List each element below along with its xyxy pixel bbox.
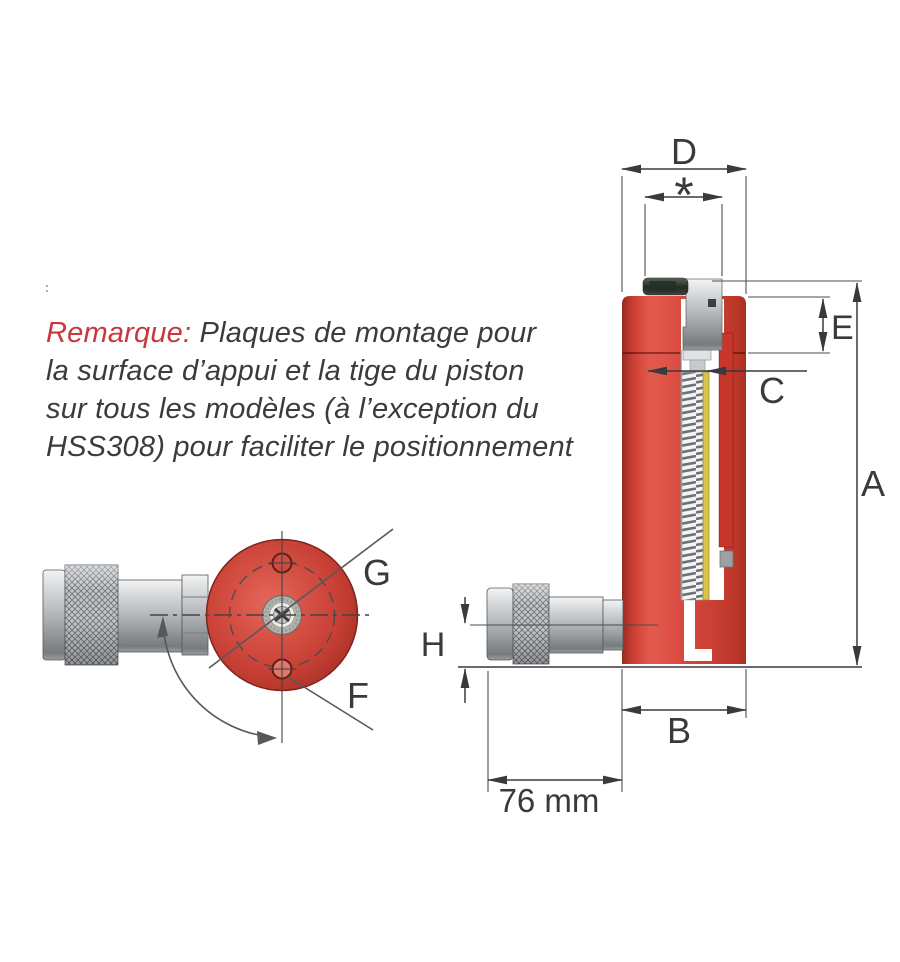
rod-guide-step xyxy=(682,349,712,361)
dim-label-e: E xyxy=(831,309,854,347)
saddle-cap-inner xyxy=(649,281,676,292)
coupler-knurl-shade xyxy=(513,584,549,664)
dimension-B: B xyxy=(621,669,747,792)
dim-label-c: C xyxy=(759,370,785,411)
piston-rod-bracket xyxy=(682,278,723,351)
stray-mark: : xyxy=(43,281,51,296)
coupler-side-view xyxy=(42,564,215,666)
coupler-end-cap xyxy=(42,569,66,661)
coupler-barrel xyxy=(117,579,183,653)
inner-wall xyxy=(718,332,734,548)
dimension-H: H xyxy=(421,597,470,703)
coupler-section-view xyxy=(486,583,624,665)
bracket-detail xyxy=(708,299,716,307)
dimension-C: C xyxy=(647,366,807,411)
spring-stop-strip xyxy=(702,371,710,601)
leader-G xyxy=(208,528,394,669)
leader-F xyxy=(287,676,374,731)
rotation-arc xyxy=(162,620,273,738)
section-view-figure xyxy=(458,277,862,668)
dim-label-base-width: 76 mm xyxy=(499,782,600,819)
arc-arrow-up xyxy=(157,616,168,638)
rod-guide-step xyxy=(689,359,706,373)
dimension-A: A xyxy=(712,280,885,666)
dim-label-d: D xyxy=(671,131,697,172)
dim-label-a: A xyxy=(861,463,885,504)
dim-label-f: F xyxy=(347,675,369,716)
note-line1-rest: Plaques de montage pour xyxy=(191,317,537,349)
coupler-end-cap xyxy=(486,587,514,661)
note-text: Remarque: Plaques de montage pour la sur… xyxy=(46,314,621,466)
note-prefix: Remarque: xyxy=(46,317,192,349)
dimension-76mm: 76 mm xyxy=(487,671,623,819)
dim-label-star: * xyxy=(674,167,693,223)
arc-arrow-right xyxy=(257,731,277,745)
section-step xyxy=(695,649,712,661)
side-view-figure: G F xyxy=(42,528,394,745)
note-line: HSS308) pour faciliter le positionnement xyxy=(46,431,574,463)
return-spring xyxy=(681,371,704,601)
dim-label-h: H xyxy=(421,626,446,664)
section-slot xyxy=(684,600,695,661)
dim-label-b: B xyxy=(667,710,691,751)
port-block xyxy=(719,550,734,568)
dimension-D: D xyxy=(621,131,747,294)
note-line: sur tous les modèles (à l’exception du xyxy=(46,393,539,425)
dim-label-g: G xyxy=(363,552,391,593)
note-line: Remarque: Plaques de montage pour xyxy=(46,314,621,352)
dimension-star: * xyxy=(644,167,723,276)
note-line: la surface d’appui et la tige du piston xyxy=(46,355,525,387)
dimension-E: E xyxy=(748,296,854,354)
coupler-knurl-shade xyxy=(65,565,118,665)
